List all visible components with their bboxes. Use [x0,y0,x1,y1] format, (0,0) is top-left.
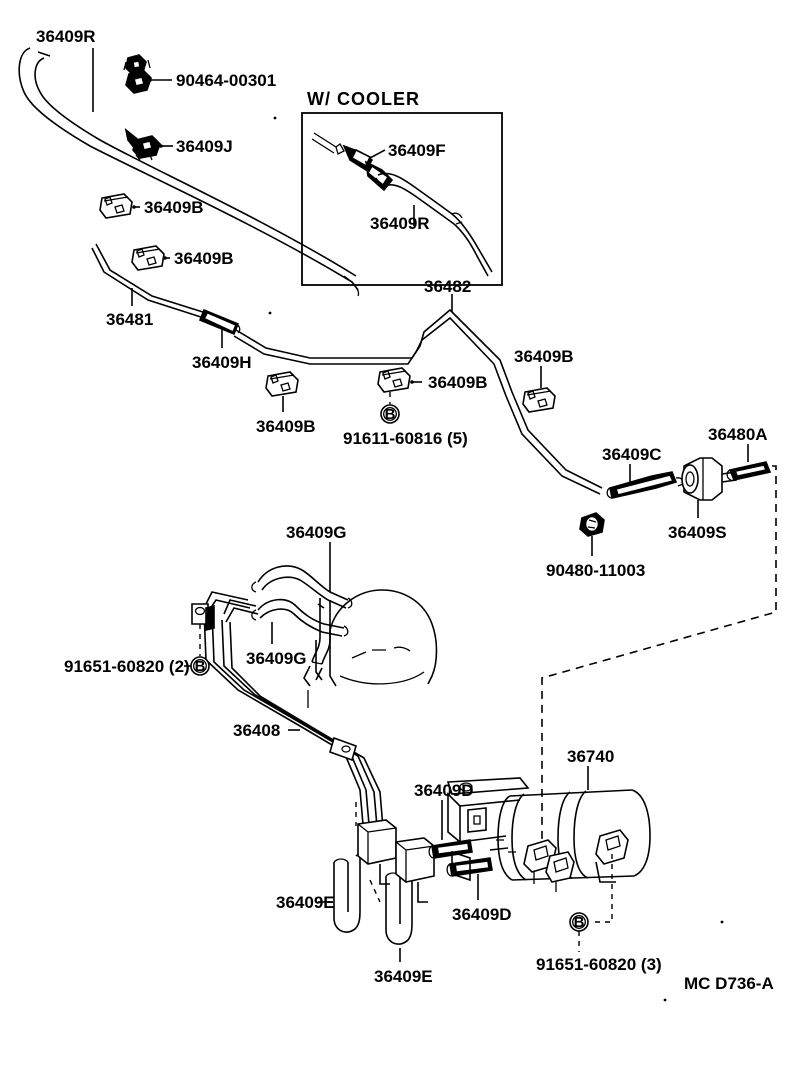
scan-dot [720,920,724,924]
label-text-91651-3: 91651-60820 (3) [536,955,662,974]
label-text-36480A: 36480A [708,425,768,444]
label-text-36409G-1: 36409G [286,523,347,542]
inset-with-cooler: W/ COOLER 36409F 36409R [301,89,503,286]
label-36408: 36408 [233,721,300,740]
part-36409D-stub-1 [428,839,473,859]
inset-label-text-36409R: 36409R [370,214,430,233]
label-text-36482: 36482 [424,277,471,296]
label-text-36740: 36740 [567,747,614,766]
label-text-36409H: 36409H [192,353,252,372]
part-90480-11003-grommet [579,512,605,537]
bolt-marker-91611: B 91611-60816 (5) [343,392,468,448]
part-36409B-clip-1 [99,193,133,219]
label-36409S: 36409S [668,500,727,542]
scan-dot [268,311,272,315]
part-36482-pipe [233,308,603,495]
bolt-marker-glyph-91611: B [385,406,396,423]
label-text-91651-2: 91651-60820 (2) [64,657,190,676]
part-36409G-hose-2 [251,598,349,637]
label-text-36409D-1: 36409D [414,781,474,800]
label-text-36409S: 36409S [668,523,727,542]
part-36409R-hose [18,47,360,297]
inset-part-36409F [342,144,394,192]
part-36409E-hose-1 [333,852,371,933]
bolt-marker-glyph-91651-2: B [195,658,206,675]
label-text-36409B-1: 36409B [144,198,204,217]
inset-title: W/ COOLER [307,89,420,109]
label-text-36409R-top: 36409R [36,27,96,46]
part-36409B-clip-4 [377,367,411,393]
label-36409H: 36409H [192,328,252,372]
label-36409B-1: 36409B [132,198,204,217]
part-36409B-clip-3 [265,371,299,397]
label-text-90480-11003: 90480-11003 [546,561,645,580]
part-36740-canister [446,777,651,892]
label-text-36409B-4: 36409B [428,373,488,392]
part-36409J-hose [124,128,161,161]
label-text-36408: 36408 [233,721,280,740]
part-90464-00301-clip [123,54,152,94]
label-text-36409E-2: 36409E [374,967,433,986]
part-36409B-clip-5 [522,387,556,413]
part-engine-outline [315,589,438,687]
label-36409G-2: 36409G [246,622,307,668]
label-36409B-3: 36409B [256,396,316,436]
part-36480A-pipe [726,461,772,481]
label-36740: 36740 [567,747,614,790]
part-36409B-clip-2 [131,245,165,271]
part-valve-bodies [355,802,435,903]
label-36409J: 36409J [159,137,233,156]
part-36408-pipes [191,591,385,841]
label-36482: 36482 [424,277,471,312]
label-90480-11003: 90480-11003 [546,536,645,580]
label-text-36409E-1: 36409E [276,893,335,912]
inset-label-text-36409F: 36409F [388,141,446,160]
label-text-36409B-2: 36409B [174,249,234,268]
part-36409C-hose [606,471,684,499]
label-36409E-2: 36409E [374,948,433,986]
label-text-36409G-2: 36409G [246,649,307,668]
label-text-36409B-5: 36409B [514,347,574,366]
label-36409D-1: 36409D [414,781,474,840]
label-36409B-4: 36409B [410,373,488,392]
bolt-marker-glyph-91651-3: B [574,914,585,931]
label-36409E-1: 36409E [276,893,335,912]
inset-label-36409F: 36409F [369,141,446,160]
label-90464-00301: 90464-00301 [148,71,276,90]
part-36409S-filter [681,457,737,501]
label-36409R-top: 36409R [36,27,96,112]
label-36409D-2: 36409D [452,874,512,924]
part-engine-vertical-hoses [303,598,331,708]
label-36480A: 36480A [708,425,768,462]
scan-dot [273,116,277,120]
label-36409G-1: 36409G [286,523,347,592]
label-text-36409J: 36409J [176,137,233,156]
label-text-36409C: 36409C [602,445,662,464]
label-text-90464-00301: 90464-00301 [176,71,276,90]
scan-dot [663,998,667,1002]
label-text-36481: 36481 [106,310,153,329]
bolt-marker-91651-3: B 91651-60820 (3) [536,854,662,974]
label-text-36409B-3: 36409B [256,417,316,436]
part-36409G-hose-1 [251,565,353,609]
inset-part-36409R [375,172,493,277]
part-36409H-hose [198,308,241,336]
diagram-code: MC D736-A [684,974,774,993]
inset-label-36409R: 36409R [370,205,430,233]
bolt-marker-91651-2: B 91651-60820 (2) [64,624,210,676]
dashed-route-to-canister [541,465,777,860]
label-text-36409D-2: 36409D [452,905,512,924]
label-36481: 36481 [106,288,153,329]
label-36409B-5: 36409B [514,347,574,388]
label-36409B-2: 36409B [163,249,234,268]
part-36481-pipe [91,243,207,319]
label-text-91611: 91611-60816 (5) [343,429,468,448]
label-36409C: 36409C [602,445,662,484]
